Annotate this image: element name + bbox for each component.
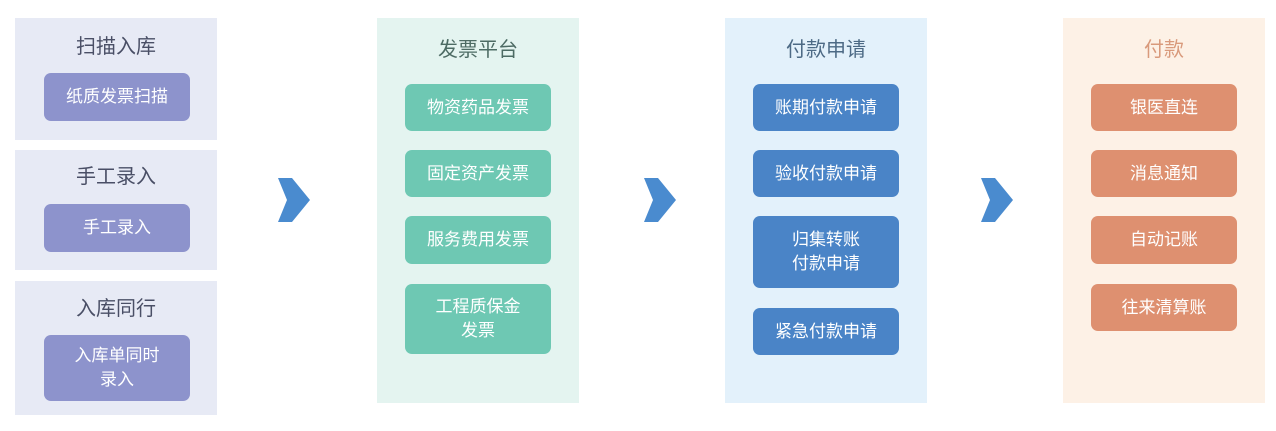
manual-entry-button[interactable]: 手工录入 bbox=[44, 204, 190, 252]
flow-arrow-2-icon bbox=[644, 178, 676, 222]
storage-sync-title: 入库同行 bbox=[76, 296, 156, 320]
acceptance-payment-request-button[interactable]: 验收付款申请 bbox=[753, 150, 899, 197]
storage-sync-entry-button[interactable]: 入库单同时 录入 bbox=[44, 335, 190, 401]
manual-entry-panel: 手工录入 手工录入 bbox=[15, 150, 217, 270]
service-fee-invoice-button[interactable]: 服务费用发票 bbox=[405, 216, 551, 264]
payment-request-panel: 付款申请 账期付款申请 验收付款申请 归集转账 付款申请 紧急付款申请 bbox=[725, 18, 927, 403]
consolidated-transfer-payment-button[interactable]: 归集转账 付款申请 bbox=[753, 216, 899, 288]
project-warranty-invoice-button[interactable]: 工程质保金 发票 bbox=[405, 284, 551, 354]
flow-arrow-3-icon bbox=[981, 178, 1013, 222]
manual-entry-title: 手工录入 bbox=[76, 164, 156, 188]
storage-sync-panel: 入库同行 入库单同时 录入 bbox=[15, 281, 217, 415]
term-payment-request-button[interactable]: 账期付款申请 bbox=[753, 84, 899, 131]
materials-drug-invoice-button[interactable]: 物资药品发票 bbox=[405, 84, 551, 131]
paper-invoice-scan-button[interactable]: 纸质发票扫描 bbox=[44, 73, 190, 121]
scan-storage-title: 扫描入库 bbox=[76, 34, 156, 58]
flow-arrow-1-icon bbox=[278, 178, 310, 222]
urgent-payment-request-button[interactable]: 紧急付款申请 bbox=[753, 308, 899, 355]
auto-bookkeeping-button[interactable]: 自动记账 bbox=[1091, 216, 1237, 264]
invoice-platform-title: 发票平台 bbox=[438, 37, 518, 61]
fixed-asset-invoice-button[interactable]: 固定资产发票 bbox=[405, 150, 551, 197]
payment-title: 付款 bbox=[1144, 37, 1184, 61]
bank-hospital-link-button[interactable]: 银医直连 bbox=[1091, 84, 1237, 131]
scan-storage-panel: 扫描入库 纸质发票扫描 bbox=[15, 18, 217, 140]
account-clearing-button[interactable]: 往来清算账 bbox=[1091, 284, 1237, 331]
invoice-platform-panel: 发票平台 物资药品发票 固定资产发票 服务费用发票 工程质保金 发票 bbox=[377, 18, 579, 403]
payment-panel: 付款 银医直连 消息通知 自动记账 往来清算账 bbox=[1063, 18, 1265, 403]
payment-request-title: 付款申请 bbox=[786, 37, 866, 61]
message-notification-button[interactable]: 消息通知 bbox=[1091, 150, 1237, 197]
